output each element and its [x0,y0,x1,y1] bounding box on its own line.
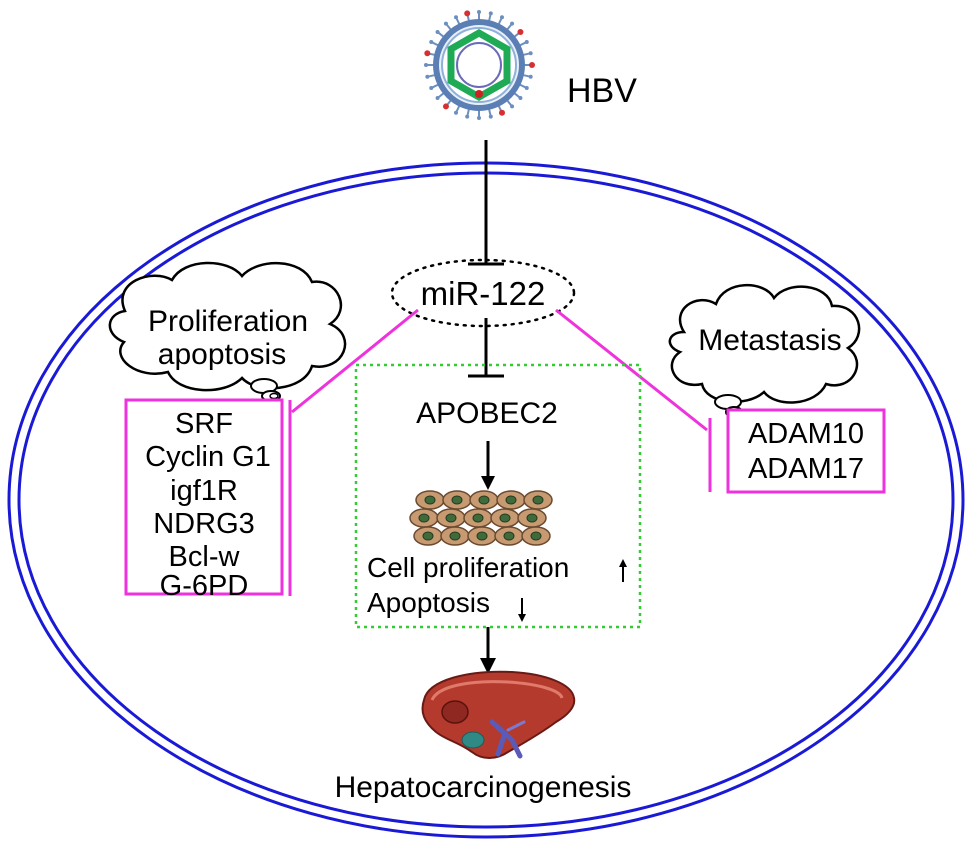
left-target-box: SRF Cyclin G1 igf1R NDRG3 Bcl-w G-6PD [124,398,284,602]
mir-to-apobec2-inhibition [468,318,504,378]
hbv-virus-icon [424,10,535,120]
hepatocarcinogenesis-label: Hepatocarcinogenesis [335,771,632,804]
thought-left-line2: apoptosis [158,338,286,371]
cell-proliferation-label: Cell proliferation [367,552,569,583]
liver-icon [421,670,576,759]
left-target-g-6pd: G-6PD [160,570,249,602]
hbv-label: HBV [567,72,637,110]
apoptosis-down-arrow-icon [518,598,526,622]
left-target-srf: SRF [175,408,233,440]
left-target-bcl-w: Bcl-w [169,541,241,573]
apobec2-pathway-box [354,363,642,629]
mir-to-left-targets-inhibition [288,308,419,596]
box-to-liver-arrow [480,627,496,674]
right-target-adam10: ADAM10 [748,418,864,450]
mir-to-right-targets-inhibition [555,308,712,492]
proliferation-apoptosis-thought-cloud: Proliferation apoptosis [108,261,347,402]
right-target-adam17: ADAM17 [748,453,864,485]
virus-spikes [424,10,535,120]
left-target-igf1r: igf1R [170,475,238,507]
apobec2-to-cells-arrow [481,441,495,490]
apobec2-label: APOBEC2 [416,397,558,430]
left-target-cyclin-g1: Cyclin G1 [145,441,271,473]
thought-right-label: Metastasis [698,324,841,357]
metastasis-thought-cloud: Metastasis [668,284,861,418]
left-target-ndrg3: NDRG3 [153,508,255,540]
mir-122-node: miR-122 [390,258,576,328]
right-target-box: ADAM10 ADAM17 [726,408,886,494]
thought-left-line1: Proliferation [148,305,308,338]
proliferation-up-arrow-icon [619,559,627,582]
hbv-inhibition-arrow [468,140,504,266]
mir-122-label: miR-122 [421,275,546,312]
hepatocyte-cluster-icon [409,490,553,546]
apoptosis-label: Apoptosis [367,587,490,618]
